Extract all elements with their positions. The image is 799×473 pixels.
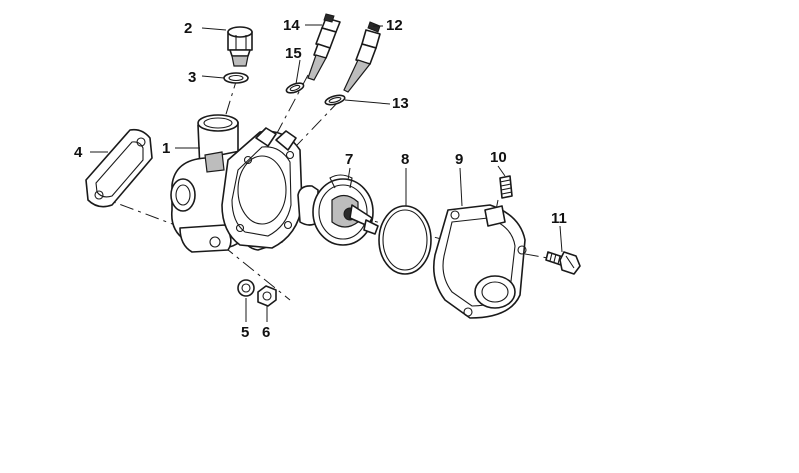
callout-8: 8 xyxy=(401,151,409,168)
temperature-sensor-right-part xyxy=(343,21,381,93)
flange-gasket-part xyxy=(85,128,153,208)
washer-part xyxy=(237,279,255,297)
callout-4: 4 xyxy=(74,144,83,161)
hex-nut-part xyxy=(257,285,277,307)
sensor-seal-ring-left-part xyxy=(285,82,305,94)
callout-13: 13 xyxy=(392,95,409,112)
hex-bolt-part xyxy=(545,251,581,275)
callout-12: 12 xyxy=(386,17,403,34)
leader-lines xyxy=(90,24,563,322)
callout-3: 3 xyxy=(188,69,196,86)
temperature-sensor-left-part xyxy=(307,13,341,81)
callout-11: 11 xyxy=(551,210,567,227)
callout-7: 7 xyxy=(345,151,353,168)
plug-seal-ring-part xyxy=(223,72,249,84)
thermostat-part xyxy=(297,174,379,246)
callout-2: 2 xyxy=(184,20,192,37)
callout-10: 10 xyxy=(490,149,507,166)
callout-labels: 2 3 14 15 12 13 4 1 7 8 9 10 11 5 6 xyxy=(74,17,567,341)
callout-5: 5 xyxy=(241,324,249,341)
callout-9: 9 xyxy=(455,151,463,168)
callout-6: 6 xyxy=(262,324,270,341)
thermostat-housing-part xyxy=(170,114,303,253)
drain-plug-part xyxy=(227,26,253,67)
o-ring-part xyxy=(378,205,432,275)
bleed-screw-part xyxy=(499,175,513,199)
callout-14: 14 xyxy=(283,17,300,34)
callout-15: 15 xyxy=(285,45,302,62)
housing-cover-part xyxy=(432,204,527,319)
sensor-seal-ring-right-part xyxy=(324,94,346,106)
callout-1: 1 xyxy=(162,140,170,157)
